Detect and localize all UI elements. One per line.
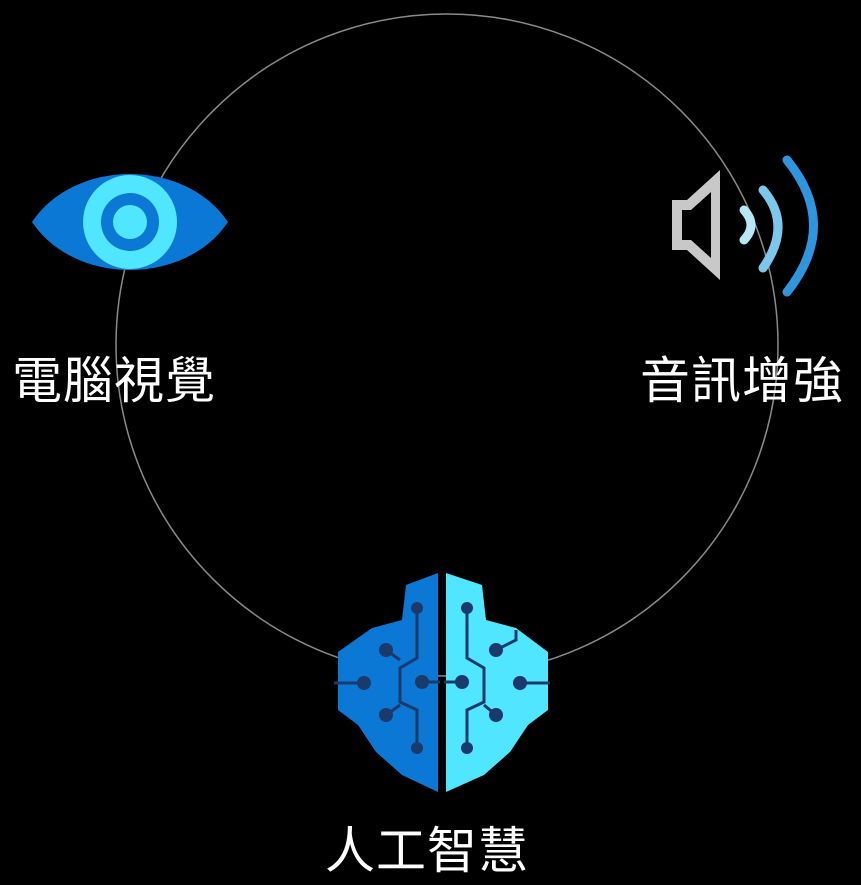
audio-enhancement-label: 音訊增強	[640, 352, 844, 410]
speaker-icon	[665, 150, 835, 304]
ai-label: 人工智慧	[325, 822, 529, 880]
eye-icon	[30, 168, 230, 282]
brain-icon	[334, 570, 554, 799]
computer-vision-label: 電腦視覺	[12, 352, 216, 410]
